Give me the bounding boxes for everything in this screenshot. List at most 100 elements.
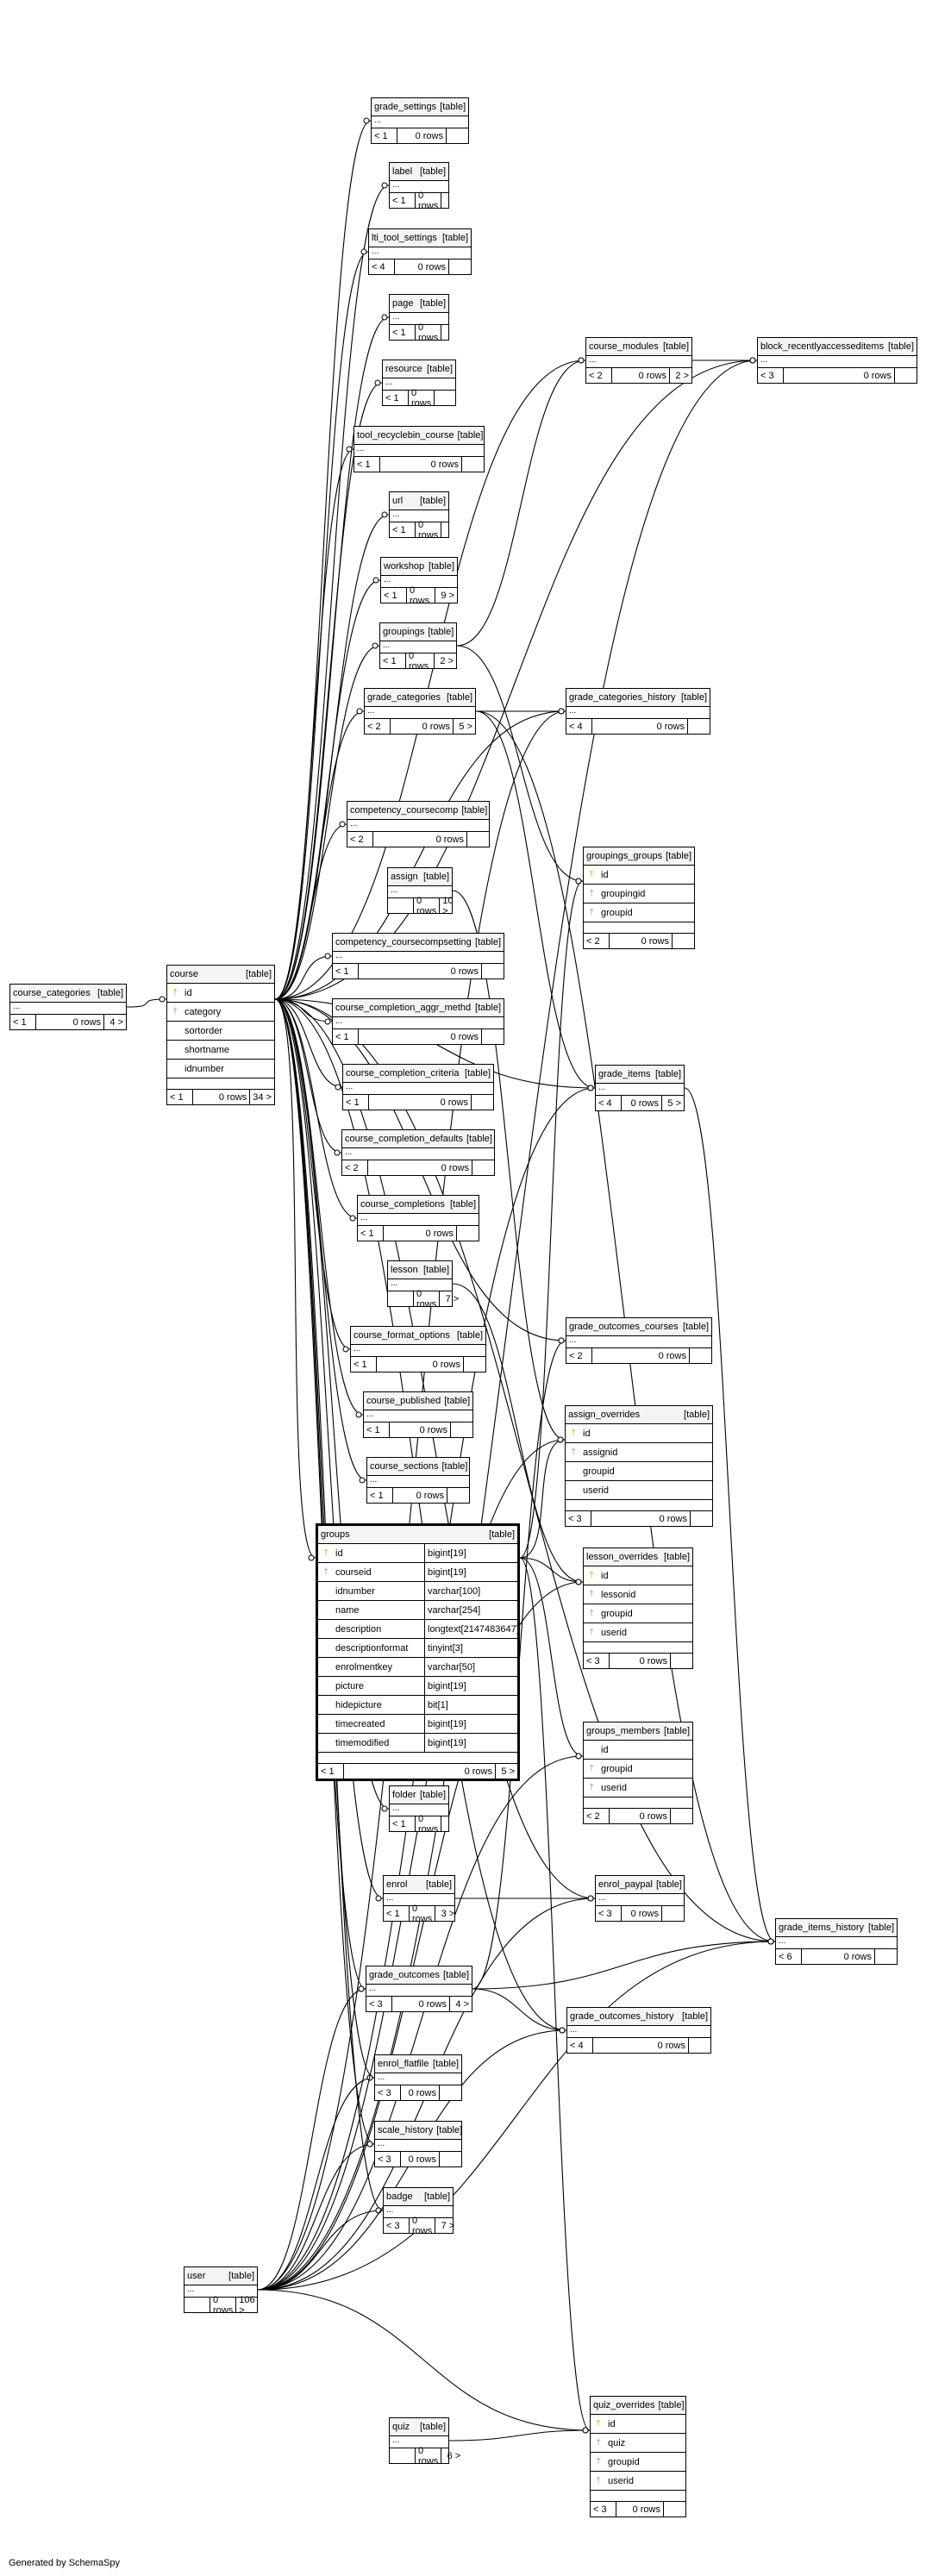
table-header[interactable]: enrol[table] [384,1876,454,1894]
table-name[interactable]: course_published [366,1396,441,1406]
table-header[interactable]: groups[table] [318,1526,517,1544]
table-name[interactable]: groups_members [586,1726,660,1736]
table-name[interactable]: lesson_overrides [586,1552,659,1562]
children-count[interactable]: 2 > [434,653,456,668]
parents-count[interactable]: < 1 [384,1906,410,1921]
table-header[interactable]: competency_coursecompsetting[table] [333,934,504,952]
table-course_completion_aggr_methd[interactable]: course_completion_aggr_methd[table]...< … [332,998,504,1045]
table-name[interactable]: lesson [391,1265,418,1275]
parents-count[interactable]: < 1 [351,1357,377,1372]
table-header[interactable]: lesson[table] [388,1261,452,1279]
parents-count[interactable]: < 1 [333,1029,359,1044]
parents-count[interactable]: < 3 [584,1654,610,1668]
table-header[interactable]: user[table] [185,2267,257,2285]
parents-count[interactable]: < 6 [776,1949,802,1964]
table-assign_overrides[interactable]: assign_overrides[table]†id†assignid†grou… [565,1405,713,1527]
table-name[interactable]: course_format_options [354,1330,450,1341]
table-name[interactable]: scale_history [378,2125,434,2135]
table-header[interactable]: course_published[table] [364,1392,472,1410]
children-count[interactable]: 7 > [435,2218,457,2233]
parents-count[interactable]: < 3 [758,368,784,383]
parents-count[interactable]: < 4 [567,2038,593,2053]
children-count[interactable] [688,2038,710,2053]
table-header[interactable]: grade_outcomes_courses[table] [566,1318,711,1336]
table-header[interactable]: block_recentlyaccesseditems[table] [758,338,917,356]
table-name[interactable]: grade_outcomes_courses [569,1322,679,1332]
parents-count[interactable]: < 3 [591,2502,616,2517]
table-header[interactable]: course_modules[table] [586,338,691,356]
table-header[interactable]: enrol_flatfile[table] [375,2055,461,2073]
children-count[interactable] [450,1422,472,1437]
table-name[interactable]: page [392,298,414,309]
table-name[interactable]: enrol_flatfile [378,2059,429,2069]
children-count[interactable] [456,1226,479,1241]
children-count[interactable] [689,1348,711,1363]
table-lesson_overrides[interactable]: lesson_overrides[table]†id†lessonid†grou… [583,1547,693,1669]
table-header[interactable]: lti_tool_settings[table] [369,229,471,247]
table-name[interactable]: course_sections [370,1461,439,1472]
table-header[interactable]: course_completion_aggr_methd[table] [333,999,504,1017]
table-name[interactable]: competency_coursecomp [350,805,459,816]
children-count[interactable] [687,719,710,734]
table-name[interactable]: user [187,2271,206,2281]
table-header[interactable]: workshop[table] [381,558,457,576]
table-header[interactable]: assign_overrides[table] [566,1406,712,1424]
children-count[interactable]: 34 > [249,1090,274,1104]
parents-count[interactable]: < 1 [380,653,406,668]
table-header[interactable]: grade_categories[table] [365,689,475,707]
parents-count[interactable] [185,2298,210,2312]
table-name[interactable]: block_recentlyaccesseditems [760,341,885,352]
table-name[interactable]: grade_settings [374,102,437,112]
children-count[interactable] [461,457,484,472]
children-count[interactable]: 106 > [235,2295,258,2316]
table-header[interactable]: folder[table] [390,1786,448,1804]
children-count[interactable] [446,128,468,143]
children-count[interactable]: 5 > [495,1764,517,1779]
table-name[interactable]: course [170,969,199,979]
parents-count[interactable]: < 4 [369,259,395,274]
parents-count[interactable]: < 3 [566,1511,591,1526]
parents-count[interactable]: < 2 [365,719,391,734]
children-count[interactable] [439,2085,461,2100]
table-name[interactable]: groupings [383,627,425,637]
table-header[interactable]: resource[table] [383,360,455,378]
table-name[interactable]: course_completion_defaults [345,1134,463,1144]
parents-count[interactable] [388,1291,414,1306]
children-count[interactable]: 2 > [669,368,691,383]
table-block_recentlyaccesseditems[interactable]: block_recentlyaccesseditems[table]...< 3… [757,337,917,384]
children-count[interactable]: 9 > [435,588,457,603]
table-header[interactable]: enrol_paypal[table] [596,1876,684,1894]
children-count[interactable] [874,1949,897,1964]
table-name[interactable]: enrol_paypal [598,1879,653,1890]
table-name[interactable]: tool_recyclebin_course [357,430,454,441]
table-name[interactable]: label [392,166,413,177]
parents-count[interactable]: < 1 [367,1488,393,1503]
parents-count[interactable]: < 1 [390,193,416,208]
table-header[interactable]: grade_outcomes[table] [366,1966,472,1985]
parents-count[interactable]: < 3 [596,1906,622,1921]
table-name[interactable]: assign_overrides [568,1410,641,1420]
parents-count[interactable]: < 1 [333,964,359,979]
children-count[interactable] [441,193,463,208]
parents-count[interactable]: < 2 [342,1160,368,1175]
children-count[interactable] [661,1906,684,1921]
parents-count[interactable] [390,2448,416,2463]
table-header[interactable]: badge[table] [384,2188,453,2206]
